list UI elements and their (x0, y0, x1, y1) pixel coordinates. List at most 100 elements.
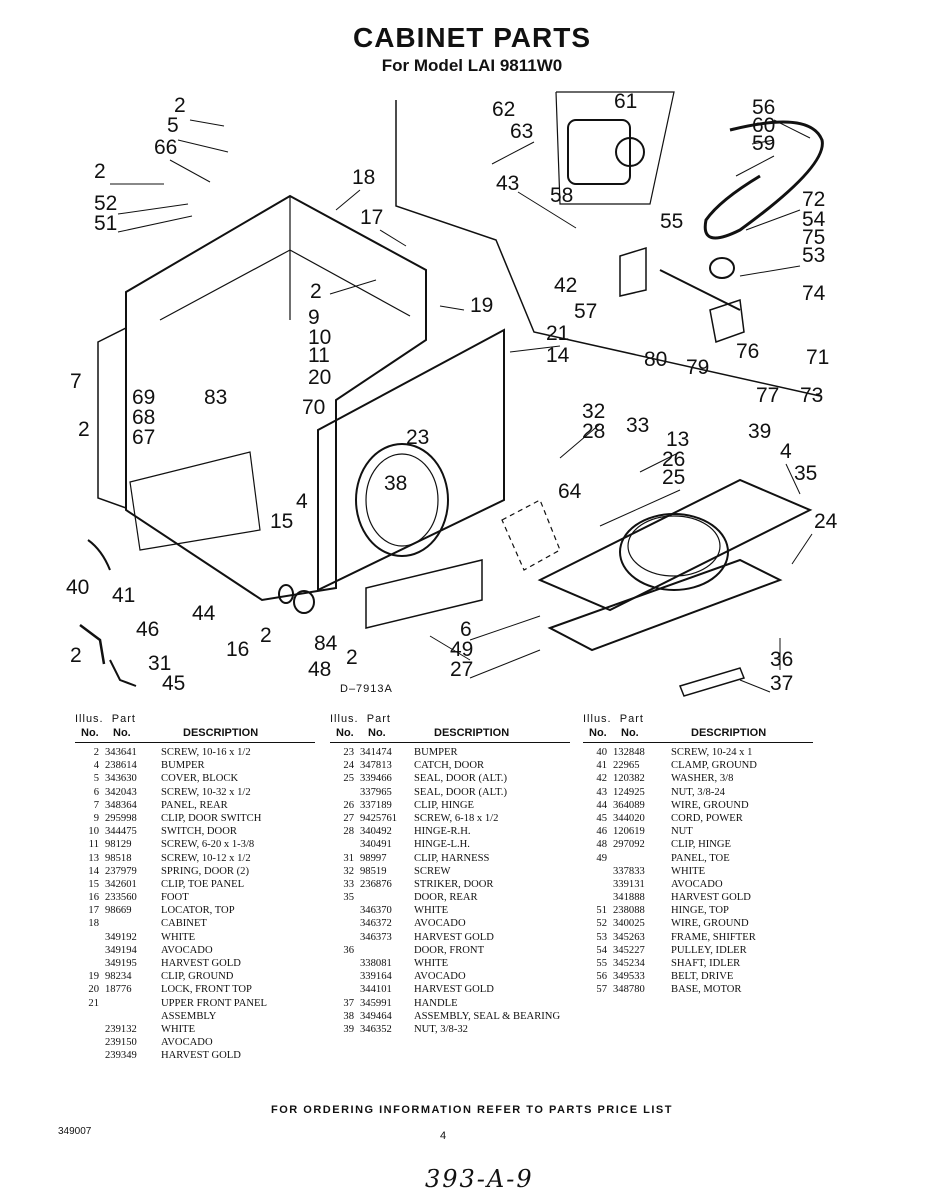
part-description: AVOCADO (161, 1037, 213, 1049)
part-number: 345263 (613, 931, 645, 943)
part-description: ASSEMBLY (161, 1010, 217, 1022)
part-number: 344475 (105, 826, 137, 838)
part-description: WHITE (414, 905, 449, 917)
part-description: CLIP, TOE PANEL (161, 878, 245, 890)
callout-number: 75 (802, 226, 825, 249)
part-number: 98234 (105, 971, 132, 983)
illus-number: 14 (88, 865, 99, 877)
illus-number: 40 (596, 747, 607, 758)
callout-number: 4 (296, 490, 308, 513)
part-description: CLIP, HINGE (671, 839, 732, 851)
part-description: DOOR, REAR (414, 892, 478, 904)
part-description: CLIP, HARNESS (414, 852, 490, 864)
illus-number: 48 (596, 839, 607, 851)
callout-number: 10 (308, 326, 331, 349)
part-description: NUT (671, 826, 693, 838)
door-handle-shape (678, 667, 746, 697)
part-description: SEAL, DOOR (ALT.) (414, 773, 507, 785)
part-description: CLIP, DOOR SWITCH (161, 812, 262, 824)
part-number: 341888 (613, 892, 645, 904)
part-description: HARVEST GOLD (414, 931, 494, 943)
part-description: BUMPER (161, 760, 205, 772)
part-number: 344020 (613, 812, 645, 824)
part-number: 346373 (360, 931, 392, 943)
callout-number: 24 (814, 510, 838, 533)
part-number: 349192 (105, 931, 137, 943)
column-1-header: No. No. DESCRIPTION (75, 727, 315, 743)
illus-number: 24 (343, 760, 354, 772)
part-description: CLIP, GROUND (161, 971, 234, 983)
model-subtitle: For Model LAI 9811W0 (381, 56, 563, 75)
part-number: 236876 (360, 878, 392, 890)
part-description: SCREW, 10-24 x 1 (671, 747, 753, 758)
part-number: 337965 (360, 786, 392, 798)
part-description: COVER, BLOCK (161, 773, 239, 785)
diagram-code: D–7913A (340, 683, 393, 695)
part-number: 124925 (613, 786, 645, 798)
callout-number: 23 (406, 426, 429, 449)
illus-number: 43 (596, 786, 607, 798)
part-number: 349194 (105, 944, 137, 956)
cabinet-outline (125, 194, 427, 602)
callout-number: 28 (582, 420, 605, 443)
part-number: 339131 (613, 878, 645, 890)
callout-number: 72 (802, 188, 825, 211)
handwritten-note: 393-A-9 (425, 1165, 534, 1193)
part-description: SCREW, 6-18 x 1/2 (414, 812, 499, 824)
part-number: 342043 (105, 786, 137, 798)
callout-number: 35 (794, 462, 817, 485)
part-description: AVOCADO (414, 971, 466, 983)
callout-number: 62 (492, 98, 515, 121)
part-number: 98518 (105, 852, 132, 864)
callout-number: 70 (302, 396, 325, 419)
callout-number: 49 (450, 638, 473, 661)
callout-number: 55 (660, 210, 683, 233)
part-description: SCREW, 10-32 x 1/2 (161, 786, 251, 798)
illus-number: 49 (596, 852, 607, 864)
callout-number: 79 (686, 356, 709, 379)
callout-number: 45 (162, 672, 185, 695)
part-description: CABINET (161, 918, 207, 930)
door-panel-shape (547, 558, 783, 652)
callout-number: 32 (582, 400, 605, 423)
callout-number: 41 (112, 584, 135, 607)
part-number: 239132 (105, 1023, 137, 1035)
callout-number: 51 (94, 212, 117, 235)
part-description: BELT, DRIVE (671, 971, 734, 983)
callout-number: 42 (554, 274, 577, 297)
part-description: HARVEST GOLD (161, 958, 241, 969)
part-number: 345991 (360, 997, 392, 1009)
illus-number: 51 (596, 905, 607, 917)
part-number: 364089 (613, 799, 645, 811)
callout-number: 64 (558, 480, 582, 503)
part-description: ASSEMBLY, SEAL & BEARING (414, 1010, 561, 1022)
part-description: FOOT (161, 892, 189, 904)
illus-number: 17 (88, 905, 99, 917)
part-number: 349464 (360, 1010, 392, 1022)
callout-number: 38 (384, 472, 407, 495)
illus-number: 9 (93, 812, 99, 824)
part-number: 98519 (360, 865, 387, 877)
callout-number: 18 (352, 166, 375, 189)
